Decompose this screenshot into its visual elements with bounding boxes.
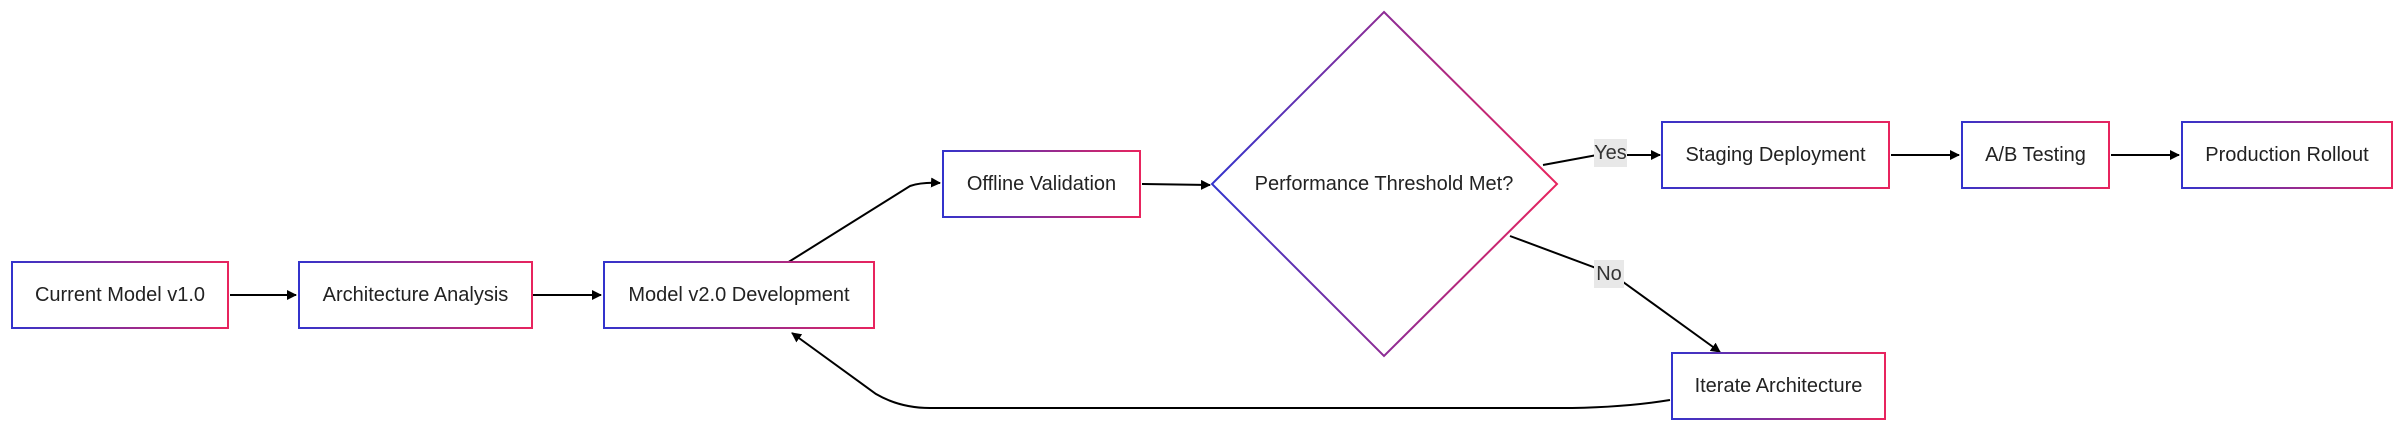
edge-label-yes-text: Yes (1594, 142, 1627, 164)
node-offline-validation-box (942, 150, 1141, 218)
node-ab-testing[interactable]: A/B Testing (1961, 121, 2110, 189)
node-production-rollout-label: Production Rollout (2205, 144, 2369, 166)
node-current-model-label: Current Model v1.0 (35, 284, 205, 306)
node-offline-validation[interactable]: Offline Validation (942, 150, 1141, 218)
node-model-v2-development-box (603, 261, 875, 329)
edge-label-no: No (1594, 260, 1624, 288)
node-production-rollout[interactable]: Production Rollout (2181, 121, 2393, 189)
node-ab-testing-label: A/B Testing (1985, 144, 2086, 166)
edge-model-v2-to-offline-validation (786, 177, 941, 264)
node-model-v2-development[interactable]: Model v2.0 Development (603, 261, 875, 329)
node-staging-deployment-box (1661, 121, 1890, 189)
node-iterate-architecture[interactable]: Iterate Architecture (1671, 352, 1886, 420)
node-staging-deployment[interactable]: Staging Deployment (1661, 121, 1890, 189)
edge-label-no-text: No (1596, 263, 1622, 285)
edge-label-no-background (1594, 260, 1624, 288)
node-architecture-analysis[interactable]: Architecture Analysis (298, 261, 533, 329)
node-model-v2-development-label: Model v2.0 Development (628, 284, 850, 306)
node-ab-testing-box (1961, 121, 2110, 189)
edge-label-yes-background (1594, 139, 1627, 167)
node-production-rollout-box (2181, 121, 2393, 189)
node-iterate-architecture-label: Iterate Architecture (1695, 375, 1863, 397)
edge-decision-no-to-iterate (1509, 235, 1721, 353)
edge-label-yes: Yes (1594, 139, 1627, 167)
edge-iterate-to-model-v2 (791, 332, 1671, 409)
node-architecture-analysis-label: Architecture Analysis (323, 284, 509, 306)
node-iterate-architecture-box (1671, 352, 1886, 420)
node-architecture-analysis-box (298, 261, 533, 329)
node-current-model-box (11, 261, 229, 329)
node-performance-threshold-decision[interactable]: Performance Threshold Met? (1210, 10, 1559, 358)
edge-offline-validation-to-decision (1141, 179, 1211, 190)
node-staging-deployment-label: Staging Deployment (1685, 144, 1866, 166)
node-offline-validation-label: Offline Validation (967, 173, 1116, 195)
node-performance-threshold-diamond (1210, 10, 1559, 358)
node-current-model[interactable]: Current Model v1.0 (11, 261, 229, 329)
node-performance-threshold-label: Performance Threshold Met? (1255, 173, 1514, 195)
